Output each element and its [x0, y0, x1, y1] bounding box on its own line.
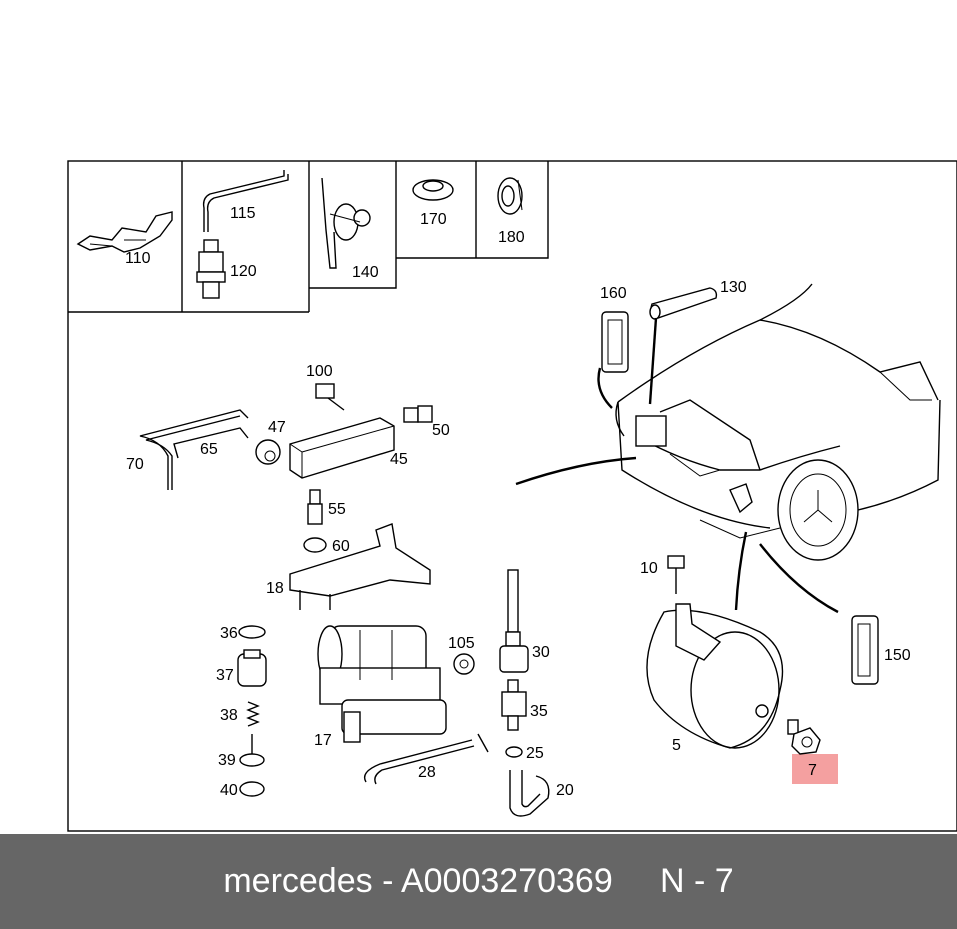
label-18: 18: [266, 580, 284, 597]
footer-bar: mercedes - A0003270369 N - 7: [0, 834, 957, 929]
label-170: 170: [420, 211, 447, 228]
part-70-air-line: [139, 409, 249, 490]
label-55: 55: [328, 501, 346, 518]
label-7: 7: [808, 762, 817, 779]
part-7-drain-plug: [787, 719, 821, 755]
part-20-hose: [509, 770, 550, 817]
part-39-pin: [239, 734, 265, 767]
label-50: 50: [432, 422, 450, 439]
part-number-caption: mercedes - A0003270369 N - 7: [223, 862, 734, 900]
label-65: 65: [200, 441, 218, 458]
part-30-filter: [499, 569, 529, 673]
label-5: 5: [672, 737, 681, 754]
label-100: 100: [306, 363, 333, 380]
part-60-nut: [303, 537, 327, 553]
part-45-valve-block: [289, 417, 395, 479]
part-37-rubber-mount: [237, 649, 267, 687]
part-65-air-line: [173, 427, 249, 459]
label-115: 115: [230, 205, 256, 222]
part-18-bracket: [289, 523, 431, 610]
label-20: 20: [556, 782, 574, 799]
part-17-compressor: [317, 625, 447, 743]
part-35-filter: [501, 679, 527, 731]
part-38-spring: [246, 701, 260, 727]
label-17: 17: [314, 732, 332, 749]
part-7-highlight: [792, 754, 838, 784]
label-38: 38: [220, 707, 238, 724]
part-50-valve: [403, 405, 433, 423]
label-120: 120: [230, 263, 257, 280]
part-47-nut: [255, 439, 281, 465]
part-10-bolt: [667, 555, 685, 594]
part-150-module: [851, 615, 879, 685]
label-39: 39: [218, 752, 236, 769]
part-25-ring: [505, 746, 523, 758]
part-36-washer: [238, 625, 266, 639]
label-105: 105: [448, 635, 475, 652]
label-28: 28: [418, 764, 436, 781]
label-37: 37: [216, 667, 234, 684]
part-40-nut: [239, 781, 265, 797]
label-36: 36: [220, 625, 238, 642]
part-115-air-line: [202, 170, 289, 232]
part-160-module: [601, 311, 629, 373]
part-130-tube: [649, 287, 718, 320]
label-130: 130: [720, 279, 747, 296]
diagram-frame: [67, 160, 957, 832]
label-25: 25: [526, 745, 544, 762]
label-35: 35: [530, 703, 548, 720]
part-120-connector: [196, 239, 226, 299]
part-170-grommet: [412, 179, 454, 201]
label-40: 40: [220, 782, 238, 799]
label-45: 45: [390, 451, 408, 468]
label-140: 140: [352, 264, 379, 281]
label-70: 70: [126, 456, 144, 473]
label-30: 30: [532, 644, 550, 661]
label-150: 150: [884, 647, 911, 664]
part-140-clip: [321, 177, 371, 269]
label-180: 180: [498, 229, 525, 246]
part-110-bracket: [76, 211, 173, 253]
label-10: 10: [640, 560, 658, 577]
label-110: 110: [125, 250, 151, 267]
label-160: 160: [600, 285, 627, 302]
part-55-connector: [307, 489, 323, 525]
part-5-air-reservoir: [646, 603, 784, 749]
label-47: 47: [268, 419, 286, 436]
part-28-hose: [363, 733, 489, 785]
part-180-grommet: [497, 177, 523, 215]
vehicle-outline: [615, 283, 941, 561]
part-105-nut: [453, 653, 475, 675]
parts-diagram: 110 115 120 140 170 180 160 1: [67, 160, 957, 832]
part-100-bolt: [315, 383, 345, 411]
label-60: 60: [332, 538, 350, 555]
